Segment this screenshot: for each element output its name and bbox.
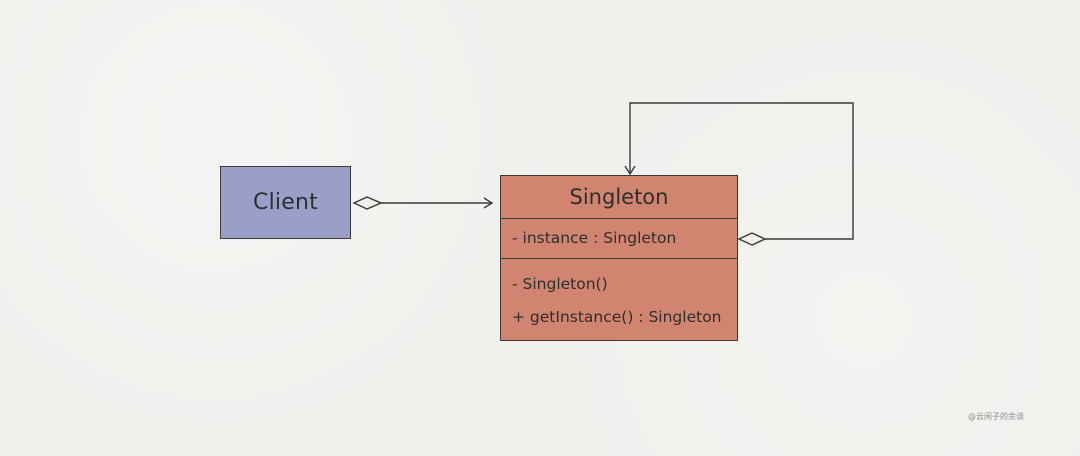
self-association-line [629,102,854,240]
self-aggregation-diamond [737,232,767,246]
singleton-operation-constructor: - Singleton() [512,275,608,293]
singleton-attributes-compartment: - instance : Singleton [501,219,737,259]
singleton-self-aggregation [624,102,854,246]
watermark: @云闲子的余谈 [968,412,1024,421]
client-singleton-aggregation [352,196,494,210]
client-class-box: Client [220,166,351,239]
singleton-class-box: Singleton - instance : Singleton - Singl… [500,175,738,341]
client-class-name: Client [253,190,318,215]
singleton-operations-compartment: - Singleton() + getInstance() : Singleto… [501,259,737,340]
singleton-class-name: Singleton [569,185,669,209]
singleton-attribute-instance: - instance : Singleton [512,229,677,247]
singleton-name-compartment: Singleton [501,176,737,219]
singleton-operation-getinstance: + getInstance() : Singleton [512,308,722,326]
client-aggregation-diamond [352,196,383,210]
self-association-arrowhead [624,165,636,176]
client-singleton-arrowhead [483,197,494,209]
